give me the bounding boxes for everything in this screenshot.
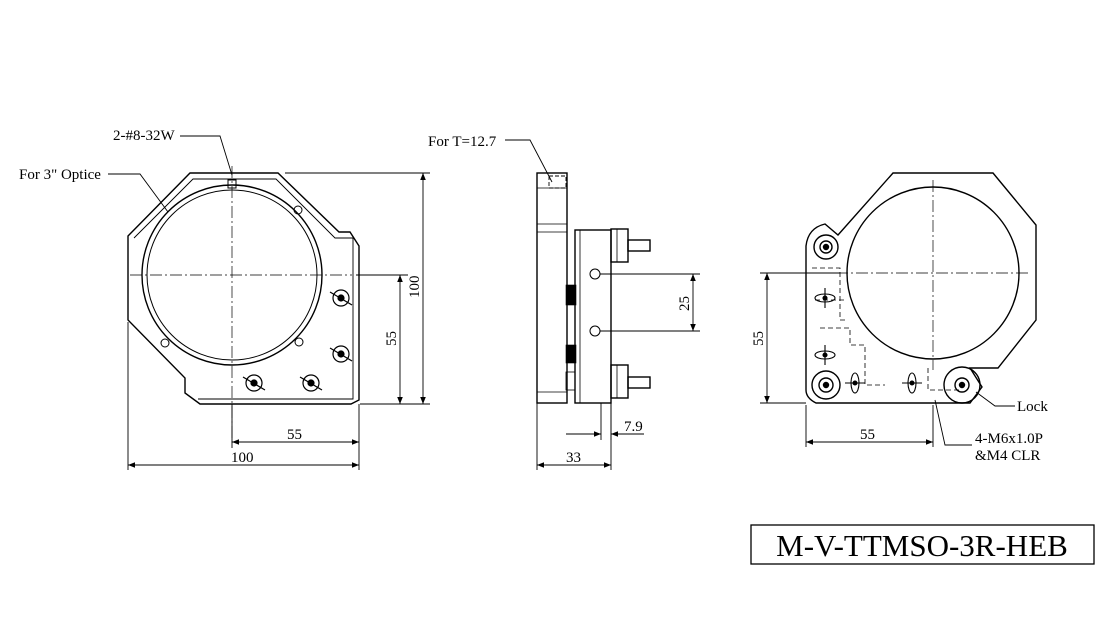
title-block-frame bbox=[750, 524, 1095, 565]
front-adjuster-3 bbox=[242, 374, 266, 392]
front-mount-outline bbox=[127, 172, 360, 405]
side-spring-upper bbox=[565, 284, 577, 306]
callout-screws-line2: &M4 CLR bbox=[975, 448, 1040, 464]
front-dimensions bbox=[108, 135, 430, 470]
back-top-pivot bbox=[813, 234, 839, 260]
back-screw-2 bbox=[814, 345, 836, 365]
dim-front-width-55: 55 bbox=[287, 427, 302, 443]
front-adjuster-1 bbox=[329, 289, 353, 307]
side-dimensions bbox=[505, 139, 700, 470]
dim-back-height-55: 55 bbox=[751, 331, 767, 346]
front-view bbox=[127, 166, 360, 445]
dim-side-spacing-25: 25 bbox=[677, 296, 693, 311]
back-bottom-pivot bbox=[811, 370, 841, 400]
callout-screws-line1: 4-M6x1.0P bbox=[975, 431, 1043, 447]
dim-front-height-55: 55 bbox=[384, 331, 400, 346]
side-actuator-top bbox=[610, 228, 651, 263]
front-hole-2 bbox=[294, 337, 304, 347]
dim-side-offset-7-9: 7.9 bbox=[624, 419, 643, 435]
side-spacer bbox=[565, 371, 576, 391]
front-adjuster-4 bbox=[299, 374, 323, 392]
callout-lock: Lock bbox=[1017, 399, 1048, 415]
back-mount-outline bbox=[805, 172, 1037, 404]
back-hidden-lines bbox=[812, 267, 960, 391]
side-hole-lower bbox=[589, 325, 601, 337]
back-lock-knob bbox=[943, 366, 981, 404]
dim-back-width-55: 55 bbox=[860, 427, 875, 443]
back-screw-4 bbox=[902, 372, 922, 394]
dim-front-width-100: 100 bbox=[231, 450, 254, 466]
back-screw-3 bbox=[845, 372, 865, 394]
callout-optic: For 3" Optice bbox=[19, 167, 101, 183]
back-view bbox=[805, 172, 1037, 404]
back-screw-1 bbox=[814, 288, 836, 308]
side-view bbox=[536, 172, 651, 404]
side-spring-lower bbox=[565, 344, 577, 364]
dim-front-height-100: 100 bbox=[407, 276, 423, 299]
callout-tapped-hole: 2-#8-32W bbox=[113, 128, 175, 144]
back-dimensions bbox=[760, 272, 1015, 447]
side-front-plate bbox=[536, 172, 568, 404]
front-mount-inner-edge bbox=[133, 178, 354, 400]
front-hole-3 bbox=[160, 338, 170, 348]
dim-side-depth-33: 33 bbox=[566, 450, 581, 466]
front-hole-1 bbox=[293, 205, 303, 215]
side-actuator-bottom bbox=[610, 364, 651, 399]
part-number: M-V-TTMSO-3R-HEB bbox=[776, 528, 1068, 563]
side-rear-plate bbox=[574, 229, 612, 404]
side-hole-upper bbox=[589, 268, 601, 280]
callout-thickness: For T=12.7 bbox=[428, 134, 497, 150]
front-adjuster-2 bbox=[329, 345, 353, 363]
